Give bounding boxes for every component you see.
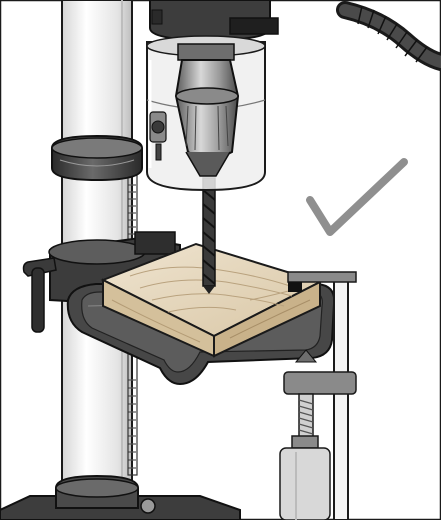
table-lock-handle bbox=[22, 257, 57, 333]
drill-base bbox=[0, 474, 241, 520]
checkmark-icon bbox=[306, 158, 408, 236]
drill-bit bbox=[202, 177, 216, 294]
f-clamp bbox=[279, 271, 357, 520]
power-cord bbox=[336, 1, 441, 71]
drill-head bbox=[149, 0, 279, 42]
column-collar bbox=[51, 134, 143, 182]
drill-chuck bbox=[174, 43, 240, 177]
